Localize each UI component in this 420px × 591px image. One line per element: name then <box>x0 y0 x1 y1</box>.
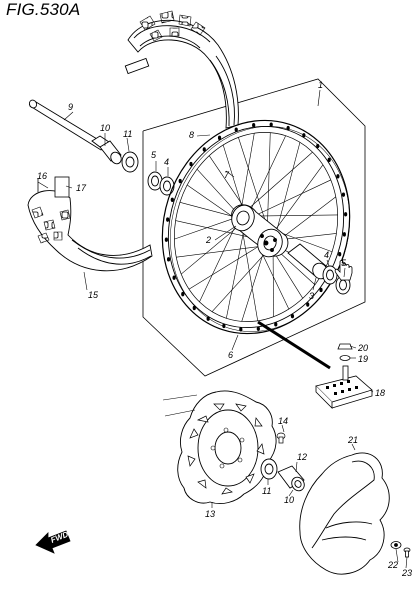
callout-17: 17 <box>76 183 87 193</box>
callout-7: 7 <box>224 170 230 180</box>
callout-4-right: 4 <box>324 250 329 260</box>
leader-lines <box>37 89 408 569</box>
oil-seal-left <box>121 151 139 173</box>
callout-23: 23 <box>401 568 412 578</box>
spoke-nipple <box>181 291 185 297</box>
spoke-nipple <box>338 251 342 257</box>
spoke-nipple <box>327 157 331 163</box>
rim-lock <box>315 343 373 409</box>
bearing-left <box>147 171 175 196</box>
spoke <box>272 244 274 317</box>
spoke <box>239 133 255 217</box>
disc-bolt <box>276 432 286 444</box>
spoke-nipple <box>206 316 210 321</box>
bearing-right <box>322 265 338 285</box>
spoke-nipple <box>286 125 290 131</box>
callout-15: 15 <box>88 290 99 300</box>
callout-20: 20 <box>357 343 368 353</box>
callout-labels: 1 2 3 4 4 5 5 6 7 8 9 10 10 11 11 12 13 … <box>37 80 412 578</box>
spoke-nipple <box>178 178 182 184</box>
callout-21: 21 <box>347 435 358 445</box>
spoke-nipple <box>252 123 256 128</box>
spoke-nipple <box>239 327 243 332</box>
tire-upper <box>124 10 239 129</box>
callout-1: 1 <box>318 80 323 90</box>
brake-disc <box>177 390 277 505</box>
spoke-nipple <box>269 122 273 127</box>
spoke-nipple <box>290 313 295 319</box>
spoke-nipple <box>170 197 174 203</box>
spacer-lower <box>277 465 305 492</box>
spoke-nipple <box>316 143 320 149</box>
spacer-left <box>99 140 122 165</box>
spoke-nipple <box>302 133 306 138</box>
spoke-nipples <box>164 122 348 332</box>
spoke <box>181 219 247 275</box>
callout-10-lower: 10 <box>284 495 294 505</box>
callout-14: 14 <box>278 416 288 426</box>
callout-11-upper: 11 <box>123 129 132 139</box>
spoke-nipple <box>192 305 196 311</box>
rim-lock-pointer <box>257 320 331 370</box>
wheel-hub <box>231 204 289 258</box>
callout-19: 19 <box>358 354 368 364</box>
tire-lower <box>27 190 153 272</box>
spoke <box>245 135 286 220</box>
callout-11-lower: 11 <box>262 486 271 496</box>
rim-band-bracket <box>37 176 70 198</box>
callout-4-left: 4 <box>164 157 169 167</box>
callout-6: 6 <box>228 350 233 360</box>
callout-5-left: 5 <box>151 150 157 160</box>
spoke-nipple <box>202 147 206 152</box>
spoke-nipple <box>342 232 346 237</box>
disc-guard <box>299 452 390 575</box>
spoke <box>226 219 247 319</box>
oil-seal-lower <box>260 458 278 480</box>
spoke <box>239 151 313 217</box>
callout-9: 9 <box>68 102 73 112</box>
wheel-assembly-box <box>142 78 366 377</box>
spoke <box>199 216 241 303</box>
callout-2: 2 <box>205 235 211 245</box>
spoke-nipple <box>319 287 323 293</box>
spoke-nipple <box>256 326 260 331</box>
fwd-arrow-icon: FWD <box>35 530 71 554</box>
figure-title: FIG.530A <box>6 0 81 19</box>
spoke-nipple <box>164 237 168 242</box>
spoke-nipple <box>274 322 278 327</box>
spoke-nipple <box>166 257 171 262</box>
callout-5-right: 5 <box>341 258 347 268</box>
spoke-nipple <box>336 174 340 179</box>
spoke <box>176 244 274 258</box>
hand-cursor-icon <box>334 260 353 281</box>
spoke <box>211 244 274 312</box>
callout-12: 12 <box>297 452 307 462</box>
spoke-nipple <box>306 302 310 307</box>
callout-13: 13 <box>205 509 215 519</box>
spoke-nipple <box>189 161 193 167</box>
callout-22: 22 <box>387 560 398 570</box>
spoke-nipple <box>234 127 238 132</box>
callout-16: 16 <box>37 171 47 181</box>
spoke <box>188 240 268 290</box>
spoke-nipple <box>166 217 170 222</box>
callout-8: 8 <box>189 130 194 140</box>
callout-3: 3 <box>309 291 314 301</box>
spoke-nipple <box>217 135 222 141</box>
spoke-nipple <box>172 275 176 280</box>
spoke <box>196 169 241 217</box>
spoke <box>245 179 331 221</box>
callout-18: 18 <box>375 388 385 398</box>
oil-seal-right <box>335 275 351 295</box>
spoke-nipple <box>344 212 348 217</box>
callout-10-upper: 10 <box>100 123 110 133</box>
guard-screw <box>390 541 411 558</box>
spoke <box>272 142 301 245</box>
spoke-nipple <box>222 323 226 329</box>
spoke-nipple <box>341 192 346 197</box>
